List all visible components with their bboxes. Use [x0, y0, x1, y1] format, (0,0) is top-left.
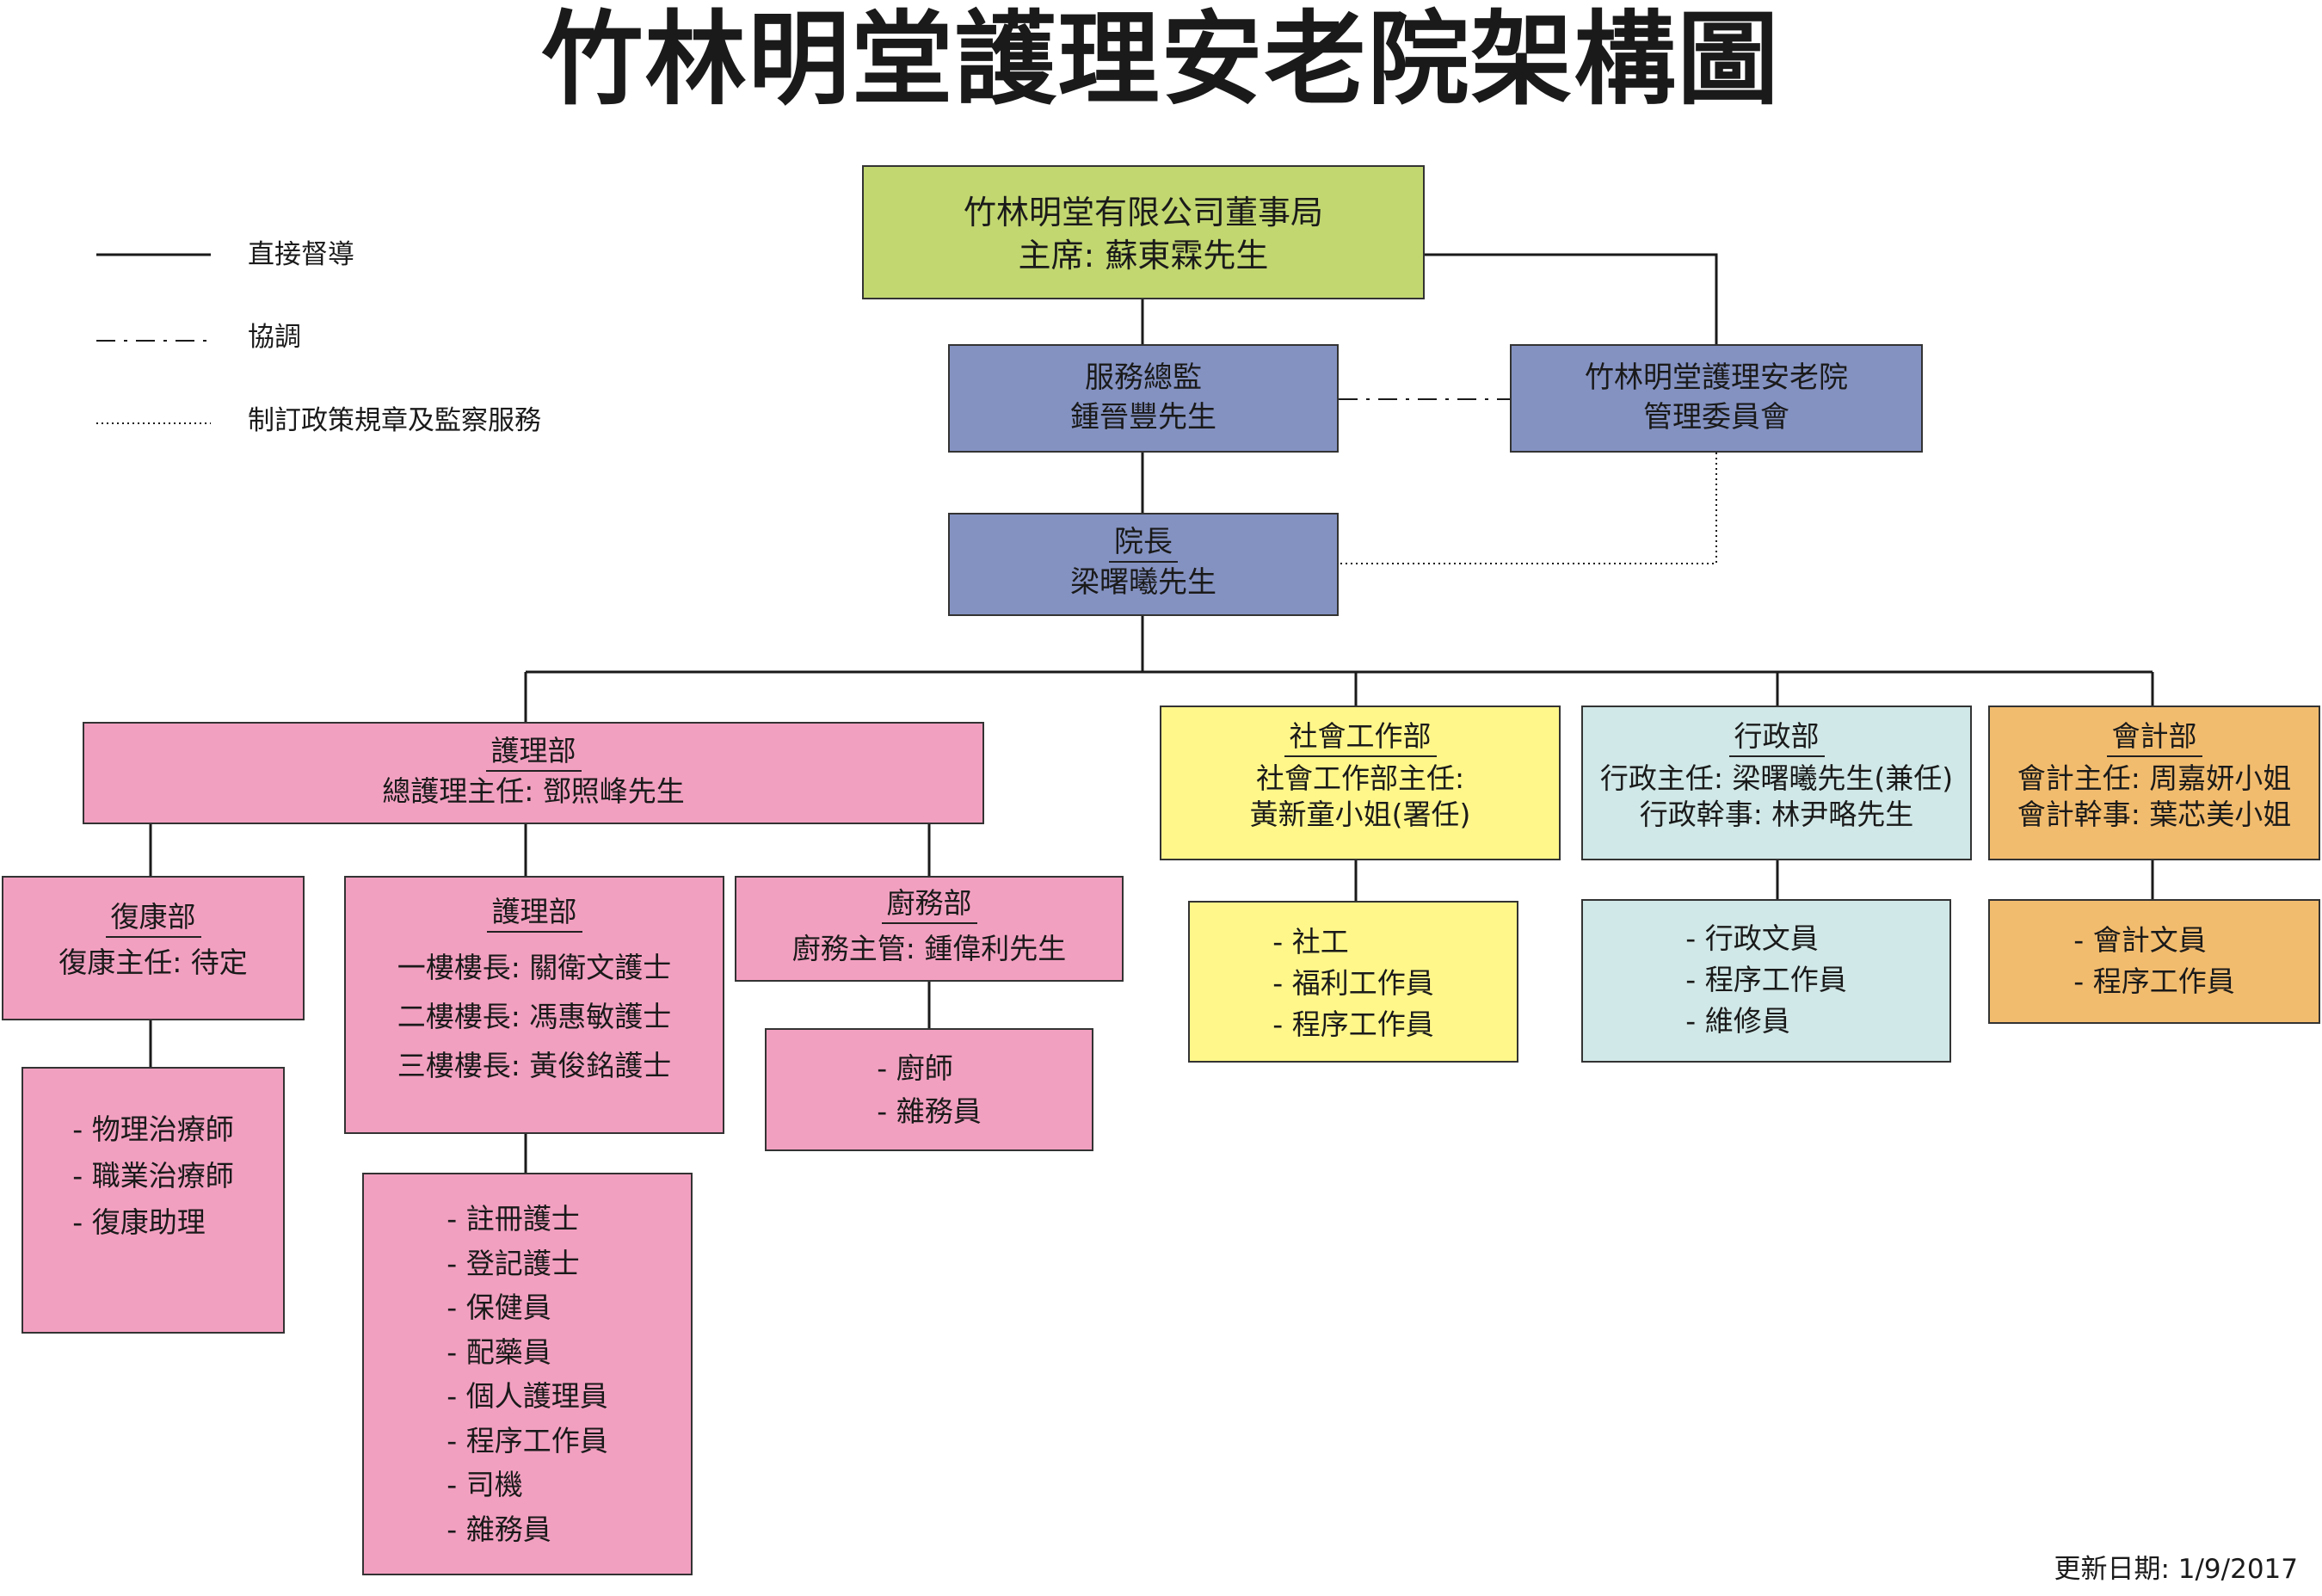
list-item: - 行政文員	[1685, 921, 1819, 955]
updated-date: 更新日期: 1/9/2017	[2054, 1554, 2298, 1585]
kitchen-title: 廚務部	[881, 884, 977, 924]
list-item: - 保健員	[447, 1291, 551, 1324]
admin-head-line1: 行政主任: 梁曙曦先生(兼任)	[1599, 761, 1954, 795]
list-item: - 雜務員	[447, 1512, 551, 1546]
accounts-title: 會計部	[2106, 718, 2202, 757]
page-title: 竹林明堂護理安老院架構圖	[541, 0, 1781, 119]
admin-staff-box: - 行政文員 - 程序工作員 - 維修員	[1581, 899, 1951, 1063]
accounts-head-line2: 會計幹事: 葉芯美小姐	[2017, 798, 2292, 831]
legend-direct-label: 直接督導	[248, 239, 354, 270]
social-work-head-line1: 社會工作部主任:	[1255, 761, 1465, 795]
kitchen-department-box: 廚務部 廚務主管: 鍾偉利先生	[735, 876, 1124, 982]
legend-coordinate-label: 協調	[248, 322, 301, 353]
list-item: - 物理治療師	[72, 1112, 234, 1146]
list-item: - 程序工作員	[1272, 1008, 1434, 1041]
list-item: - 註冊護士	[447, 1202, 580, 1236]
list-item: - 會計文員	[2073, 923, 2207, 957]
social-work-title: 社會工作部	[1284, 718, 1437, 757]
list-item: - 維修員	[1685, 1004, 1790, 1038]
nursing-staff-box: - 註冊護士 - 登記護士 - 保健員 - 配藥員 - 個人護理員 - 程序工作…	[362, 1173, 693, 1575]
list-item: - 復康助理	[72, 1205, 206, 1239]
rehab-title: 復康部	[105, 898, 201, 938]
social-work-staff-box: - 社工 - 福利工作員 - 程序工作員	[1188, 901, 1518, 1063]
list-item: - 福利工作員	[1272, 966, 1434, 1000]
list-item: - 職業治療師	[72, 1159, 234, 1192]
kitchen-head: 廚務主管: 鍾偉利先生	[791, 932, 1067, 965]
nursing-unit-box: 護理部 一樓樓長: 關衛文護士 二樓樓長: 馮惠敏護士 三樓樓長: 黃俊銘護士	[344, 876, 724, 1134]
list-item: - 廚師	[877, 1051, 953, 1085]
social-work-head-line2: 黃新童小姐(署任)	[1249, 798, 1471, 831]
management-committee-box: 竹林明堂護理安老院 管理委員會	[1510, 344, 1923, 453]
rehab-staff-box: - 物理治療師 - 職業治療師 - 復康助理	[22, 1067, 285, 1334]
superintendent-title: 院長	[1109, 523, 1178, 563]
list-item: - 程序工作員	[1685, 963, 1847, 996]
service-director-title: 服務總監	[1085, 360, 1202, 395]
accounts-staff-box: - 會計文員 - 程序工作員	[1988, 899, 2320, 1024]
legend-policy-label: 制訂政策規章及監察服務	[248, 405, 541, 436]
nursing-department-title: 護理部	[485, 732, 582, 772]
service-director-person: 鍾晉豐先生	[1070, 400, 1216, 434]
list-item: - 雜務員	[877, 1094, 982, 1128]
admin-department-box: 行政部 行政主任: 梁曙曦先生(兼任) 行政幹事: 林尹略先生	[1581, 706, 1972, 860]
list-item: - 司機	[447, 1468, 523, 1501]
list-item: - 配藥員	[447, 1334, 551, 1369]
nursing-unit-title: 護理部	[486, 893, 582, 933]
list-item: - 程序工作員	[2073, 964, 2235, 998]
nursing-department-head: 總護理主任: 鄧照峰先生	[382, 774, 685, 808]
floor-head-3: 三樓樓長: 黃俊銘護士	[397, 1049, 672, 1082]
board-box: 竹林明堂有限公司董事局 主席: 蘇東霖先生	[862, 165, 1425, 299]
rehab-department-box: 復康部 復康主任: 待定	[2, 876, 305, 1020]
board-chair: 主席: 蘇東霖先生	[1018, 237, 1269, 274]
accounts-department-box: 會計部 會計主任: 周嘉妍小姐 會計幹事: 葉芯美小姐	[1988, 706, 2320, 860]
accounts-head-line1: 會計主任: 周嘉妍小姐	[2017, 761, 2292, 795]
admin-head-line2: 行政幹事: 林尹略先生	[1639, 798, 1914, 831]
committee-line1: 竹林明堂護理安老院	[1585, 360, 1848, 395]
admin-title: 行政部	[1728, 718, 1825, 757]
kitchen-staff-box: - 廚師 - 雜務員	[765, 1028, 1093, 1151]
floor-head-1: 一樓樓長: 關衛文護士	[397, 951, 672, 984]
list-item: - 社工	[1272, 925, 1349, 958]
superintendent-box: 院長 梁曙曦先生	[948, 513, 1339, 616]
social-work-department-box: 社會工作部 社會工作部主任: 黃新童小姐(署任)	[1160, 706, 1561, 860]
floor-head-2: 二樓樓長: 馮惠敏護士	[397, 1000, 672, 1033]
list-item: - 個人護理員	[447, 1379, 608, 1413]
service-director-box: 服務總監 鍾晉豐先生	[948, 344, 1339, 453]
committee-line2: 管理委員會	[1643, 400, 1789, 434]
rehab-head: 復康主任: 待定	[59, 946, 248, 979]
superintendent-person: 梁曙曦先生	[1070, 565, 1216, 600]
list-item: - 登記護士	[447, 1246, 580, 1280]
board-name: 竹林明堂有限公司董事局	[963, 194, 1323, 231]
nursing-department-box: 護理部 總護理主任: 鄧照峰先生	[83, 722, 984, 824]
list-item: - 程序工作員	[447, 1423, 608, 1457]
